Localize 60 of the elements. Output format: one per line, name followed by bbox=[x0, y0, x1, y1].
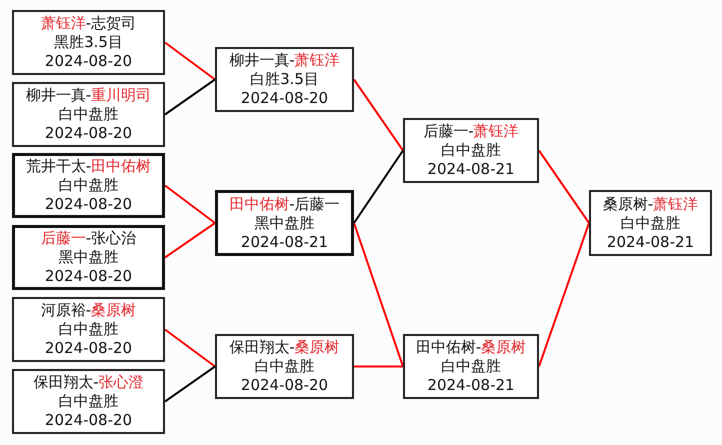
date-text: 2024-08-20 bbox=[44, 124, 132, 143]
bracket-line bbox=[164, 42, 216, 80]
match-box bbox=[12, 10, 165, 75]
result-text: 白中盘胜 bbox=[620, 214, 680, 232]
players-text: 田中佑树-桑原树 bbox=[416, 338, 526, 357]
players-text: 柳井一真-重川明司 bbox=[26, 86, 152, 105]
match-box bbox=[215, 190, 354, 256]
date-text: 2024-08-21 bbox=[427, 376, 515, 395]
bracket-line bbox=[538, 222, 590, 367]
bracket-line bbox=[353, 222, 404, 367]
result-text: 白中盘胜 bbox=[254, 357, 314, 376]
match-box bbox=[12, 369, 165, 434]
match-box bbox=[12, 82, 165, 147]
date-text: 2024-08-20 bbox=[44, 267, 132, 286]
players-text: 田中佑树-后藤一 bbox=[229, 194, 340, 214]
match-box bbox=[215, 334, 354, 399]
bracket-line bbox=[164, 78, 216, 116]
result-text: 白中盘胜 bbox=[441, 141, 501, 160]
result-text: 白中盘胜 bbox=[58, 392, 118, 411]
match-box bbox=[215, 47, 354, 112]
players-text: 后藤一-萧钰洋 bbox=[423, 122, 519, 141]
date-text: 2024-08-21 bbox=[240, 232, 328, 252]
result-text: 白胜3.5目 bbox=[250, 70, 319, 89]
bracket-line bbox=[353, 78, 404, 152]
date-text: 2024-08-20 bbox=[44, 339, 132, 358]
date-text: 2024-08-20 bbox=[44, 411, 132, 430]
bracket-line bbox=[354, 366, 403, 368]
result-text: 白中盘胜 bbox=[441, 357, 501, 376]
result-text: 黑中盘胜 bbox=[254, 214, 314, 232]
players-text: 后藤一-张心治 bbox=[40, 229, 136, 248]
date-text: 2024-08-21 bbox=[427, 160, 515, 179]
players-text: 荒井干太-田中佑树 bbox=[26, 157, 152, 176]
result-text: 白中盘胜 bbox=[58, 176, 118, 195]
players-text: 保田翔太-张心澄 bbox=[33, 373, 144, 392]
bracket-line bbox=[164, 328, 216, 368]
result-text: 黑中盘胜 bbox=[58, 248, 118, 267]
match-box bbox=[12, 153, 165, 218]
bracket-line bbox=[164, 366, 216, 402]
bracket-line bbox=[353, 150, 404, 224]
bracket-line bbox=[164, 222, 216, 258]
bracket-line bbox=[538, 150, 590, 224]
players-text: 萧钰洋-志贺司 bbox=[40, 14, 136, 33]
bracket-line bbox=[164, 184, 216, 224]
match-box bbox=[12, 297, 165, 362]
date-text: 2024-08-21 bbox=[606, 232, 694, 252]
players-text: 保田翔太-桑原树 bbox=[229, 338, 340, 357]
result-text: 白中盘胜 bbox=[58, 320, 118, 339]
match-box bbox=[403, 118, 539, 183]
players-text: 桑原树-萧钰洋 bbox=[602, 194, 698, 214]
date-text: 2024-08-20 bbox=[44, 52, 132, 71]
match-box bbox=[12, 225, 165, 290]
match-box bbox=[403, 334, 539, 399]
date-text: 2024-08-20 bbox=[240, 89, 328, 108]
date-text: 2024-08-20 bbox=[44, 195, 132, 214]
result-text: 白中盘胜 bbox=[58, 105, 118, 124]
players-text: 河原裕-桑原树 bbox=[40, 301, 136, 320]
result-text: 黑胜3.5目 bbox=[54, 33, 123, 52]
date-text: 2024-08-20 bbox=[240, 376, 328, 395]
players-text: 柳井一真-萧钰洋 bbox=[229, 51, 340, 70]
match-box bbox=[589, 190, 712, 256]
